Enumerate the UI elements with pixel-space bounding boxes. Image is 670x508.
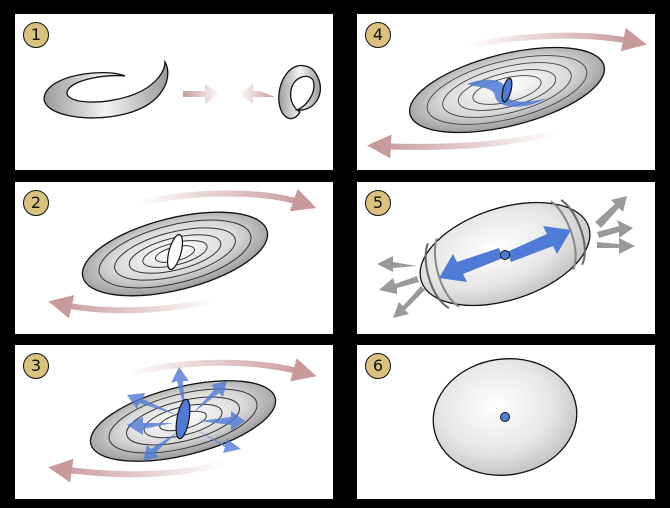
- step-badge-2: 2: [23, 190, 49, 216]
- step-badge-6: 6: [365, 353, 391, 379]
- grey-outflow-arrows-left: [377, 256, 425, 318]
- starburst-outflow-arrows: [127, 367, 245, 461]
- panel-3-drawing: [48, 358, 317, 483]
- panel-1-merging-spirals: 1: [15, 14, 333, 170]
- step-badge-5: 5: [365, 190, 391, 216]
- central-black-hole: [500, 412, 510, 422]
- panel-2-drawing: [48, 188, 317, 319]
- panel-2-collision-disc: 2: [15, 182, 333, 334]
- step-badge-4: 4: [365, 22, 391, 48]
- blue-jet-left: [439, 248, 503, 282]
- central-bulge: [166, 233, 184, 271]
- step-badge-3: 3: [23, 353, 49, 379]
- central-bulge: [175, 398, 191, 440]
- spiral-galaxy-right: [278, 64, 322, 120]
- panel-3-starburst: 3: [15, 345, 333, 499]
- panel-4-drawing: [367, 27, 647, 159]
- rotation-arrow-top: [134, 188, 317, 212]
- panel-1-drawing: [43, 59, 322, 120]
- panel-6-elliptical-galaxy: 6: [357, 345, 655, 499]
- panel-6-drawing: [432, 358, 578, 476]
- approach-arrow-right: [183, 84, 220, 104]
- rotation-arrow-bottom: [367, 129, 558, 159]
- panel-4-quasar-disc: 4: [357, 14, 655, 170]
- blue-inflow-stream: [467, 79, 547, 107]
- spiral-galaxy-left: [43, 59, 169, 119]
- step-badge-1: 1: [23, 22, 49, 48]
- rotation-arrow-top: [124, 358, 317, 382]
- rotation-arrow-bottom: [48, 294, 216, 319]
- approach-arrow-left: [238, 84, 275, 104]
- rotation-arrow-bottom: [48, 458, 226, 483]
- central-black-hole: [501, 77, 513, 103]
- panel-5-agn-outflow: 5: [357, 182, 655, 334]
- central-black-hole: [500, 250, 510, 260]
- panel-5-drawing: [377, 196, 635, 318]
- grey-outflow-arrows-right: [595, 196, 635, 254]
- blue-jet-right: [507, 226, 571, 262]
- rotation-arrow-top: [466, 27, 647, 52]
